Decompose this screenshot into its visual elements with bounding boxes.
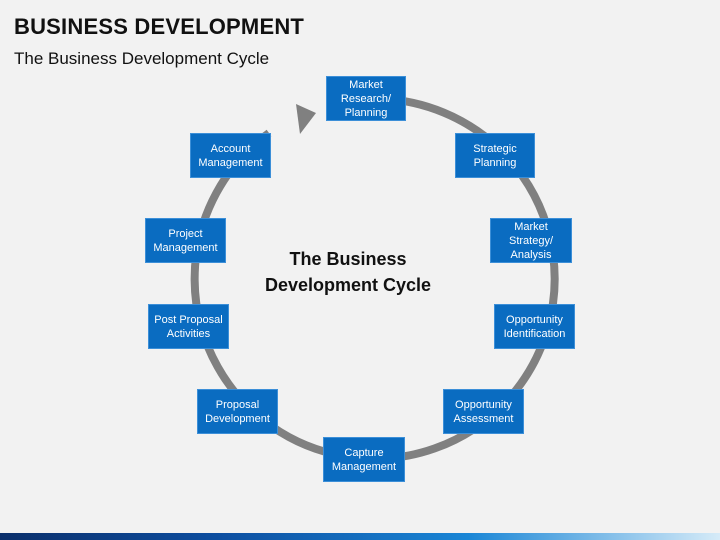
node-market-research: Market Research/ Planning xyxy=(326,76,406,121)
node-project-management: Project Management xyxy=(145,218,226,263)
cycle-arrowhead xyxy=(296,104,316,134)
node-capture-management: Capture Management xyxy=(323,437,405,482)
node-post-proposal-activities: Post Proposal Activities xyxy=(148,304,229,349)
footer-gradient-bar xyxy=(0,533,720,540)
slide-subtitle: The Business Development Cycle xyxy=(14,49,270,68)
node-account-management: Account Management xyxy=(190,133,271,178)
node-opportunity-assessment: Opportunity Assessment xyxy=(443,389,524,434)
node-strategic-planning: Strategic Planning xyxy=(455,133,535,178)
node-market-strategy: Market Strategy/ Analysis xyxy=(490,218,572,263)
cycle-center-label: The Business Development Cycle xyxy=(264,249,432,295)
node-proposal-development: Proposal Development xyxy=(197,389,278,434)
node-opportunity-identification: Opportunity Identification xyxy=(494,304,575,349)
slide-title: BUSINESS DEVELOPMENT xyxy=(14,14,305,39)
